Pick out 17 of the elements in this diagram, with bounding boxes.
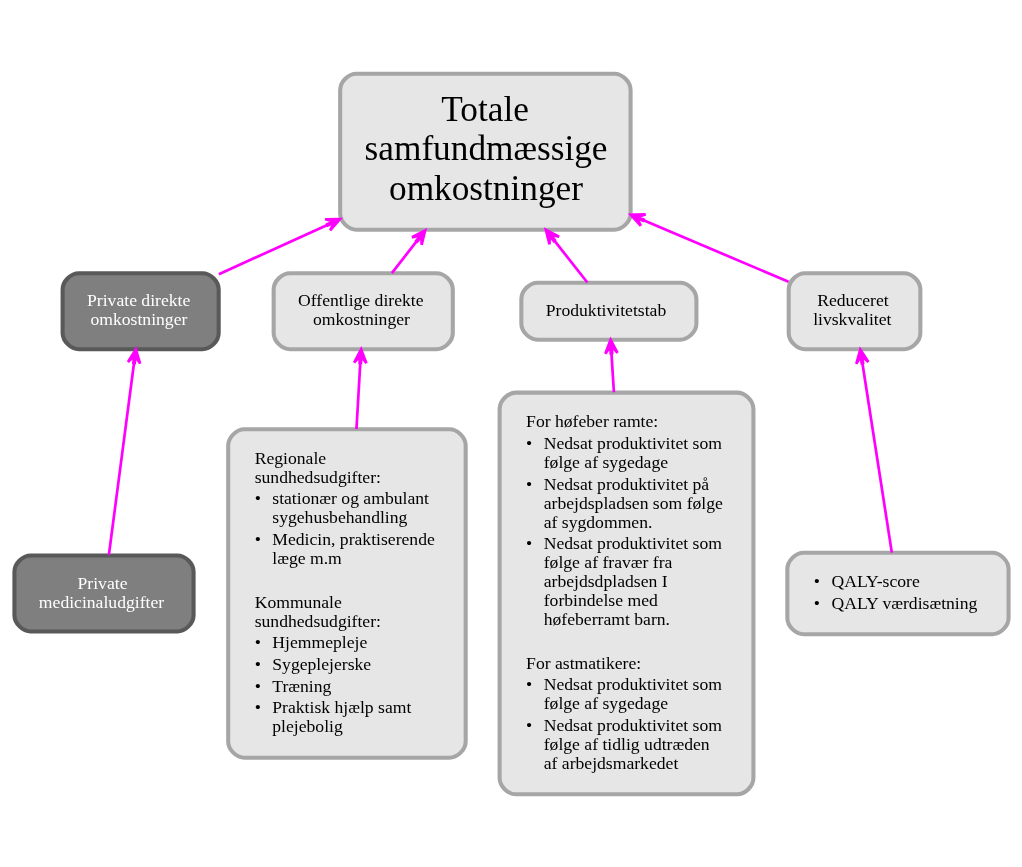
- arrow: [854, 347, 893, 553]
- node-box: Totale samfundmæssige omkostninger: [337, 71, 633, 232]
- node-box: Private direkte omkostninger: [60, 270, 221, 351]
- node-box: Regionale sundhedsudgifter: • stationær og ambulant sygehusbehandling • Medicin, praktiserende læge m.m Kommunale sundhedsudgifter: • Hjemmepleje • Sygeplejerske • Træning • Praktisk hjælp samt plejebolig: [225, 426, 468, 760]
- node-box: • QALY-score • QALY værdisætning: [784, 550, 1011, 636]
- node-box: Reduceret livskvalitet: [786, 270, 922, 351]
- arrow: [217, 217, 341, 275]
- arrow: [603, 337, 619, 392]
- node-box: Produktivitetstab: [518, 280, 698, 342]
- arrow: [107, 347, 141, 555]
- arrow: [390, 228, 426, 274]
- arrow: [628, 212, 789, 283]
- node-box: For høfeber ramte: • Nedsat produktivitet som følge af sygedage • Nedsat produktivitet på arbejdspladsen som følge af sygdommen. • Nedsat produktivitet som følge af fravær fra arbejdsdpladsen I forbindelse med høfeberramt barn. For astmatikere: • Nedsat produktivitet som følge af sygedage • Nedsat produktivitet som følge af tidlig udtræden af arbejdsmarkedet: [497, 390, 755, 796]
- arrow: [352, 347, 368, 429]
- arrow: [544, 228, 588, 283]
- node-box: Private medicinaludgifter: [11, 552, 196, 633]
- node-box: Offentlige direkte omkostninger: [271, 270, 455, 351]
